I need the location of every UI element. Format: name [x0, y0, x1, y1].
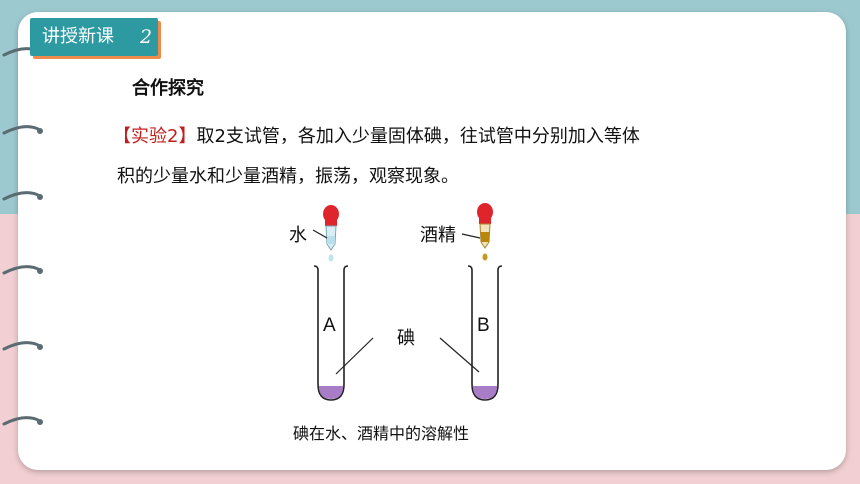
- tube-b-label: B: [477, 315, 490, 336]
- section-heading: 合作探究: [132, 78, 204, 99]
- section-tag: 讲授新课 2: [30, 18, 158, 56]
- dropper-water: [323, 205, 339, 262]
- test-tube-a: [313, 265, 349, 401]
- ring-2: [2, 125, 42, 135]
- label-water: 水: [289, 225, 307, 246]
- experiment-line-2: 积的少量水和少量酒精，振荡，观察现象。: [117, 166, 459, 187]
- label-alcohol: 酒精: [420, 225, 456, 246]
- ring-3: [2, 191, 42, 201]
- test-tube-b: [467, 265, 503, 401]
- dropper-alcohol: [477, 203, 493, 261]
- experiment-label: 【实验2】: [113, 126, 197, 147]
- slide-card: [18, 12, 846, 470]
- experiment-line-1: 取2支试管，各加入少量固体碘，往试管中分别加入等体: [196, 126, 640, 147]
- tube-a-label: A: [323, 315, 336, 336]
- section-tag-number: 2: [140, 26, 153, 48]
- figure-caption: 碘在水、酒精中的溶解性: [293, 424, 470, 443]
- ring-6: [2, 416, 42, 426]
- ring-4: [2, 265, 42, 275]
- ring-5: [2, 341, 42, 351]
- section-tag-text: 讲授新课: [42, 26, 114, 47]
- label-iodine: 碘: [397, 328, 415, 349]
- experiment-text: 【实验2】取2支试管，各加入少量固体碘，往试管中分别加入等体 积的少量水和少量酒…: [113, 117, 763, 197]
